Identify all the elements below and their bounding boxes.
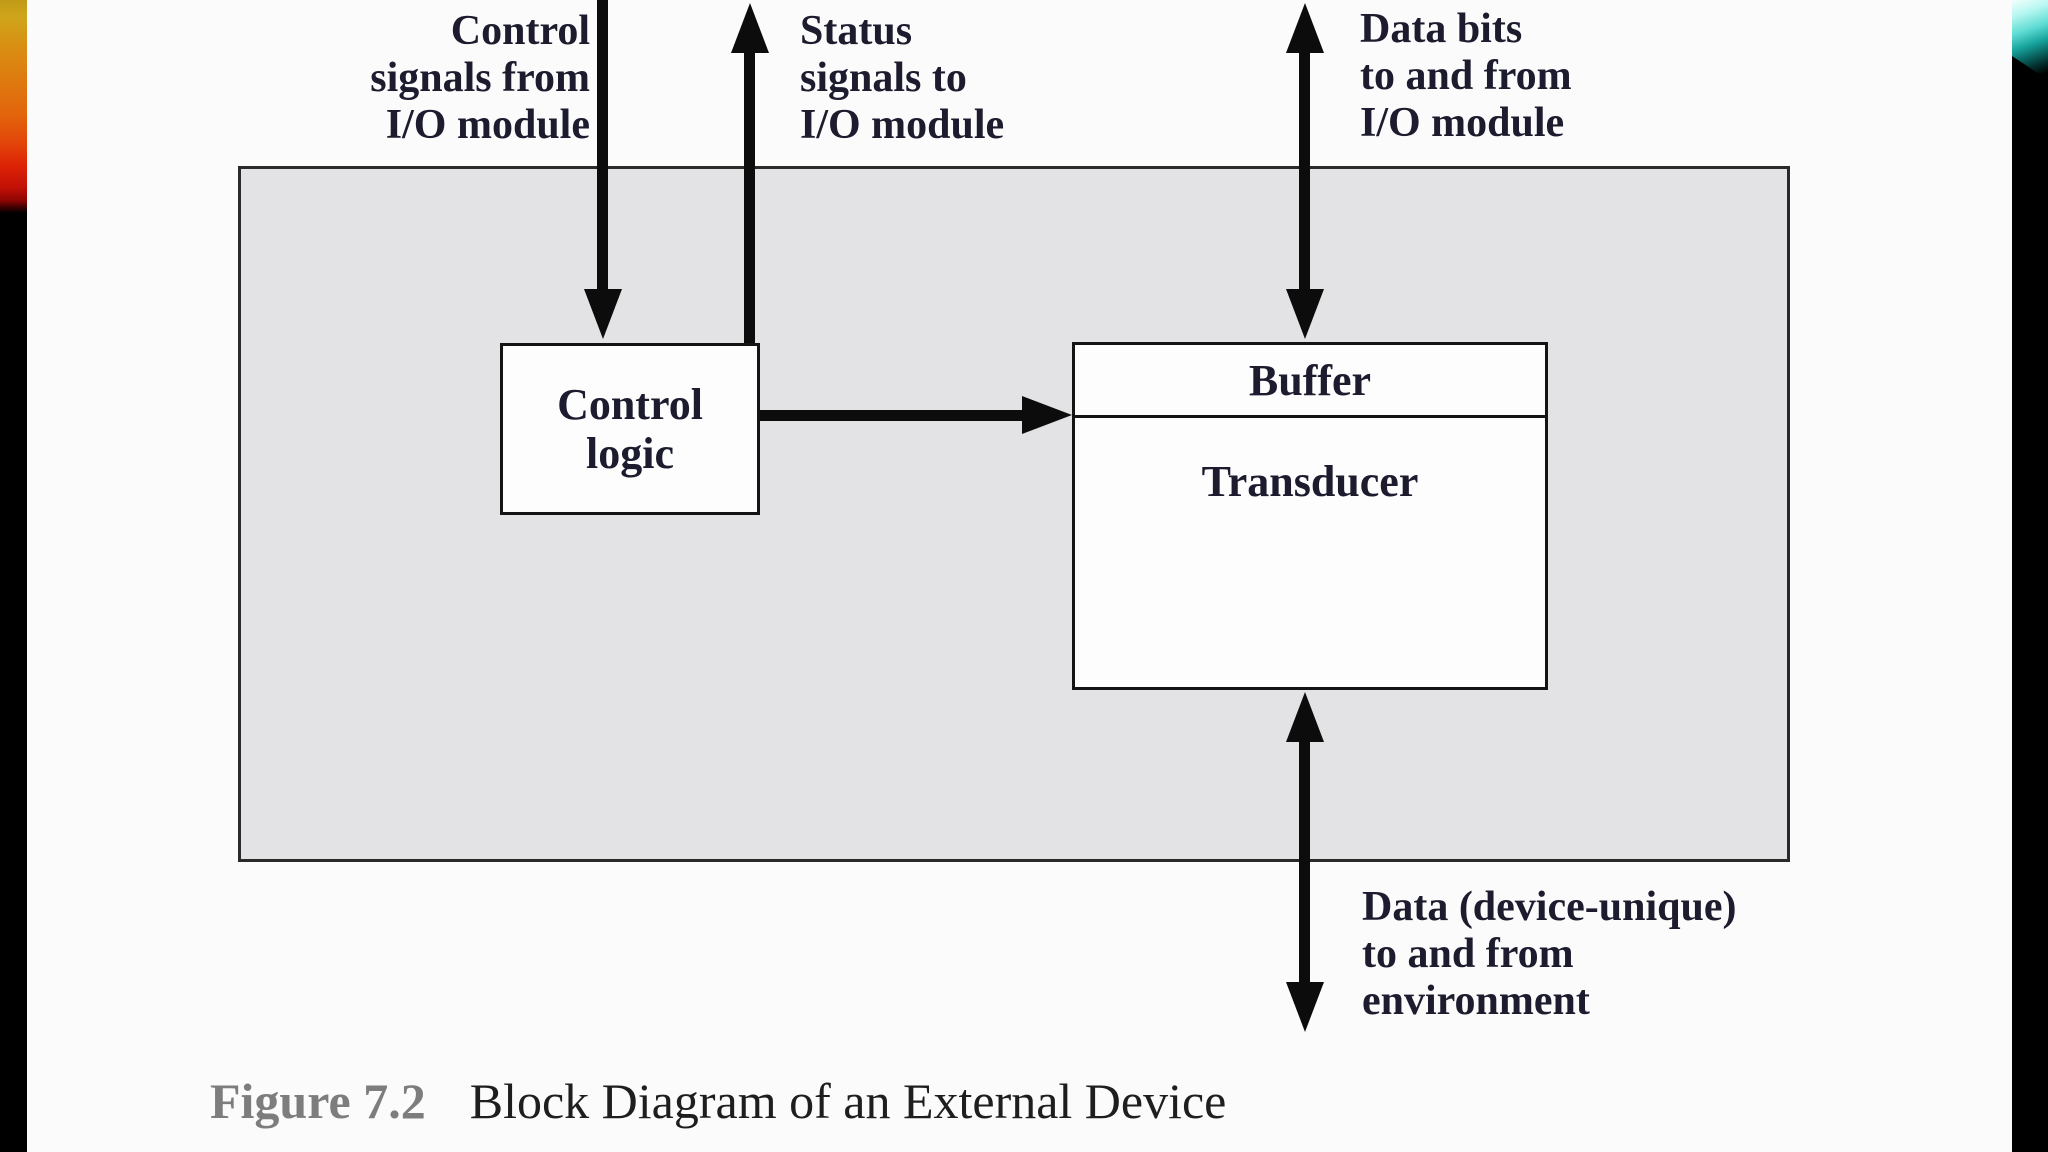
- label-line: to and from: [1360, 53, 1572, 99]
- teal-swoosh-decoration: [2012, 0, 2048, 80]
- control-logic-label-line: logic: [586, 429, 674, 478]
- arrow-shaft: [744, 50, 755, 343]
- figure-title: Block Diagram of an External Device: [469, 1073, 1227, 1129]
- control-logic-label-line: Control: [557, 380, 703, 429]
- label-status-signals: Status signals to I/O module: [800, 8, 1004, 149]
- label-line: Control: [450, 8, 590, 54]
- label-data-bits: Data bits to and from I/O module: [1360, 6, 1572, 147]
- label-line: Status: [800, 8, 913, 54]
- left-edge-gradient-decoration: [0, 0, 27, 1152]
- arrow-shaft: [1299, 50, 1310, 292]
- label-line: I/O module: [1360, 100, 1565, 146]
- arrow-shaft: [1299, 739, 1310, 986]
- external-device-outline: [238, 166, 1790, 862]
- arrow-head-right: [1022, 396, 1072, 434]
- arrow-head-up: [1286, 692, 1324, 742]
- label-line: Data bits: [1360, 6, 1523, 52]
- label-environment-data: Data (device-unique) to and from environ…: [1362, 884, 1736, 1025]
- figure-caption: Figure 7.2 Block Diagram of an External D…: [210, 1072, 1226, 1130]
- arrow-shaft: [760, 410, 1025, 421]
- label-line: Data (device-unique): [1362, 884, 1737, 930]
- control-logic-box: Control logic: [500, 343, 760, 515]
- buffer-label: Buffer: [1248, 355, 1372, 405]
- label-line: environment: [1362, 978, 1590, 1024]
- label-line: I/O module: [800, 102, 1005, 148]
- label-control-signals: Control signals from I/O module: [370, 8, 590, 149]
- transducer-label: Transducer: [1201, 457, 1419, 506]
- figure-number: Figure 7.2: [210, 1073, 426, 1129]
- arrow-shaft: [597, 0, 608, 292]
- label-line: signals to: [800, 55, 967, 101]
- buffer-section: Buffer: [1075, 345, 1545, 418]
- label-line: signals from: [370, 55, 590, 101]
- right-edge-decoration: [2012, 0, 2048, 1152]
- arrow-head-down: [1286, 289, 1324, 339]
- arrow-head-up: [731, 3, 769, 53]
- arrow-head-up: [1286, 3, 1324, 53]
- label-line: to and from: [1362, 931, 1574, 977]
- arrow-head-down: [584, 289, 622, 339]
- arrow-head-down: [1286, 982, 1324, 1032]
- buffer-transducer-box: Buffer Transducer: [1072, 342, 1548, 690]
- label-line: I/O module: [385, 102, 590, 148]
